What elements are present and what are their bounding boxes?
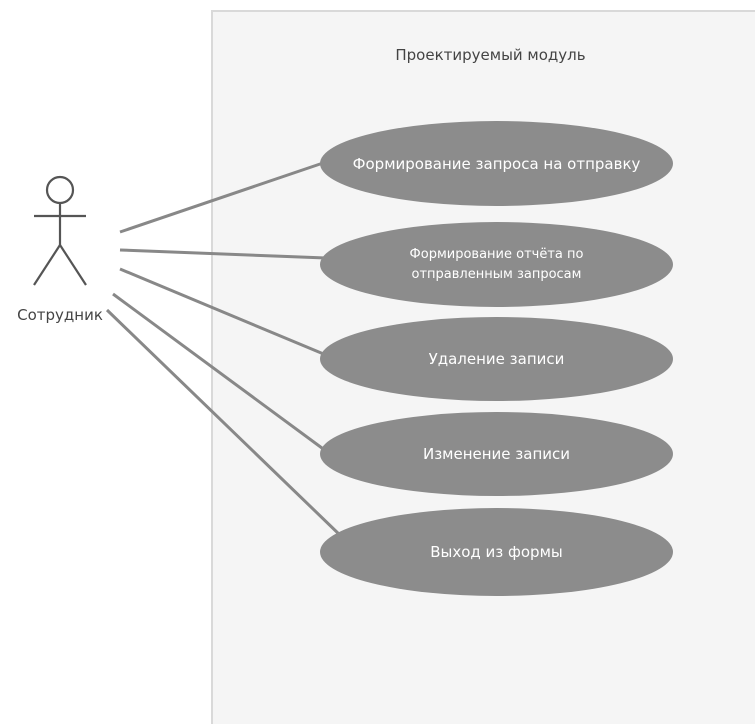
use-case-label: Изменение записи bbox=[422, 445, 571, 463]
actor-label: Сотрудник bbox=[17, 306, 103, 324]
use-case-form-request[interactable]: Формирование запроса на отправку bbox=[320, 121, 673, 206]
system-title: Проектируемый модуль bbox=[395, 46, 586, 64]
use-case-label: Формирование отчёта по отправленным запр… bbox=[409, 247, 584, 282]
actor-head bbox=[45, 175, 75, 205]
use-case-label: Формирование запроса на отправку bbox=[352, 154, 641, 173]
association-line-3 bbox=[119, 267, 327, 357]
actor-left-leg bbox=[33, 244, 61, 286]
use-case-edit-record[interactable]: Изменение записи bbox=[320, 412, 673, 496]
use-case-label: Выход из формы bbox=[430, 543, 563, 561]
use-case-exit-form[interactable]: Выход из формы bbox=[320, 508, 673, 596]
association-line-2 bbox=[119, 248, 327, 260]
actor-right-leg bbox=[59, 244, 87, 286]
association-line-5 bbox=[105, 308, 344, 539]
use-case-delete-record[interactable]: Удаление записи bbox=[320, 317, 673, 401]
association-line-4 bbox=[112, 292, 327, 453]
use-case-form-report[interactable]: Формирование отчёта по отправленным запр… bbox=[320, 222, 673, 307]
actor-figure bbox=[33, 175, 87, 286]
association-line-1 bbox=[119, 160, 327, 234]
use-case-label: Удаление записи bbox=[428, 350, 565, 368]
